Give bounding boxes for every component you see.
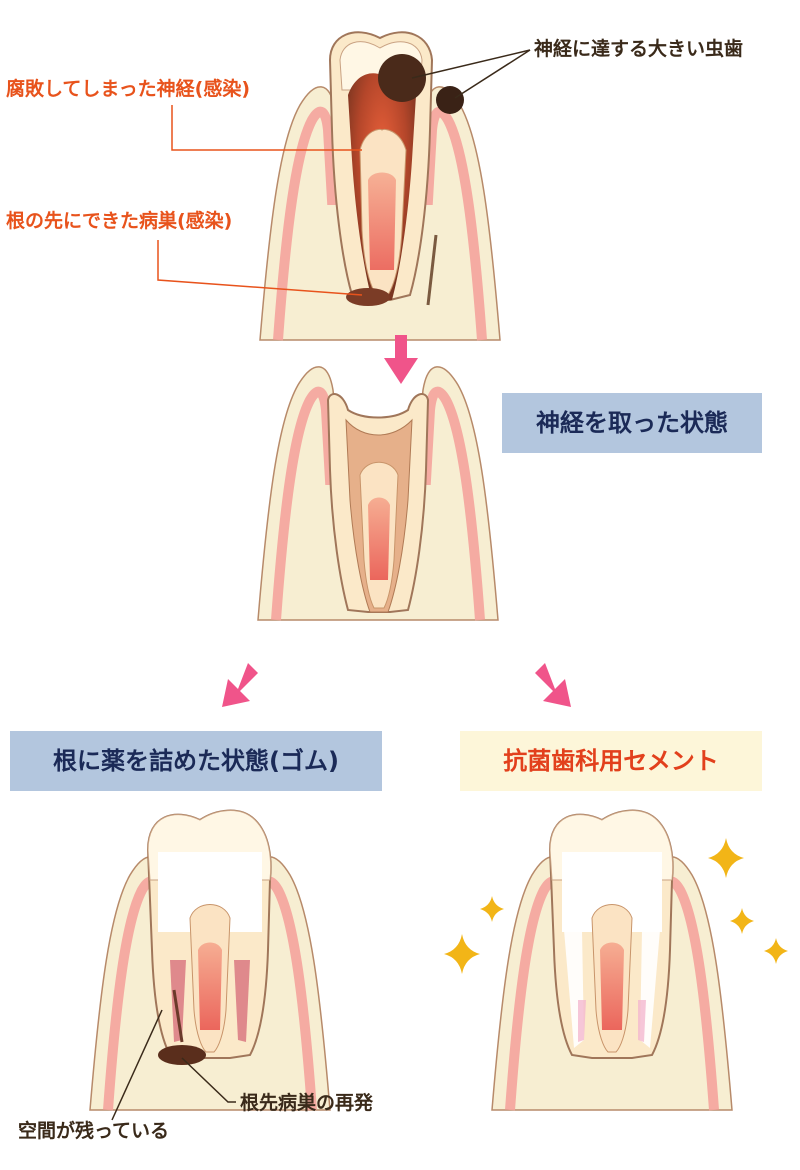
sparkle-icon	[708, 838, 744, 878]
sparkle-icon	[764, 938, 788, 964]
label-gap-remains: 空間が残っている	[18, 1122, 169, 1141]
label-large-cavity: 神経に達する大きい虫歯	[534, 40, 743, 59]
label-decayed-nerve: 腐敗してしまった神経(感染)	[6, 80, 250, 99]
sparkle-icon	[480, 896, 504, 922]
tooth-decayed	[260, 32, 500, 340]
tooth-cement	[492, 811, 732, 1110]
arrow-down	[384, 335, 418, 384]
tooth-gum-filled	[90, 811, 330, 1110]
box-cement: 抗菌歯科用セメント	[460, 731, 762, 791]
box-nerve-removed: 神経を取った状態	[502, 393, 762, 453]
arrow-down-left	[222, 663, 258, 707]
arrow-down-right	[535, 663, 571, 707]
tooth-nerve-removed	[258, 367, 498, 620]
label-root-lesion: 根の先にできた病巣(感染)	[6, 212, 232, 231]
box-filled-gum: 根に薬を詰めた状態(ゴム)	[10, 731, 382, 791]
label-lesion-recurrence: 根先病巣の再発	[240, 1094, 373, 1113]
sparkle-icon	[730, 908, 754, 934]
sparkle-icon	[444, 934, 480, 974]
